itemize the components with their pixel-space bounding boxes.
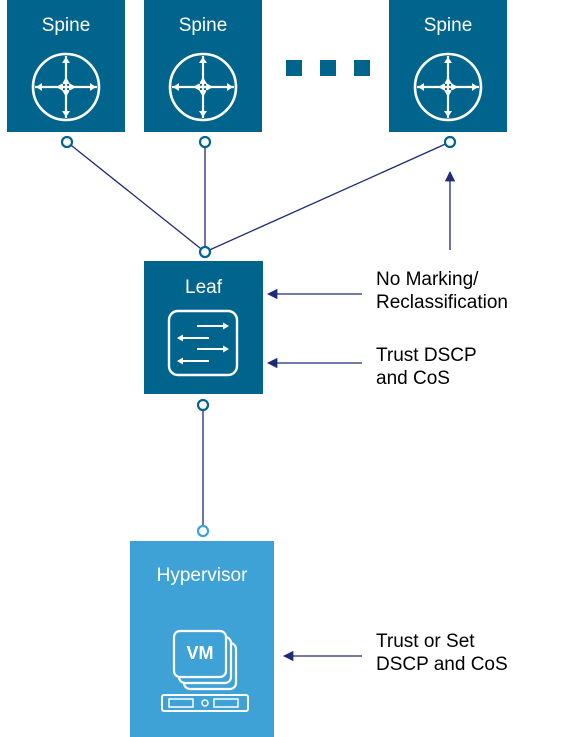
more-spines-ellipsis [286,60,370,76]
switch-arrows-icon [167,309,239,377]
note-line: No Marking/ [376,269,479,290]
spine-label: Spine [41,15,91,36]
note-trust-or-set: Trust or Set DSCP and CoS [376,630,508,676]
router-crosshair-icon [413,52,483,122]
vm-stack-server-icon: VM [158,625,254,715]
link-spine3-leaf [204,141,451,253]
port-leaf-top [198,245,212,259]
spine-label: Spine [178,15,228,36]
hypervisor-node: Hypervisor VM [130,541,274,737]
leaf-node: Leaf [144,261,263,394]
router-crosshair-icon [31,52,101,122]
note-line: Trust DSCP [376,345,477,366]
spine-label: Spine [423,15,473,36]
spine-node-3: Spine [389,0,507,132]
note-line: DSCP and CoS [376,654,508,675]
port-hypervisor-top [196,524,210,538]
note-line: Trust or Set [376,631,475,652]
ellipsis-dot [354,60,370,76]
note-trust-dscp: Trust DSCP and CoS [376,344,477,390]
note-line: Reclassification [376,292,508,313]
port-spine3 [443,135,457,149]
port-spine1 [60,135,74,149]
note-no-marking: No Marking/ Reclassification [376,268,508,314]
leaf-label: Leaf [185,277,222,298]
vm-label: VM [186,643,214,663]
router-crosshair-icon [168,52,238,122]
note-line: and CoS [376,368,450,389]
ellipsis-dot [320,60,336,76]
hypervisor-label: Hypervisor [156,565,248,586]
link-spine1-leaf [66,141,206,253]
port-leaf-bottom [196,398,210,412]
ellipsis-dot [286,60,302,76]
spine-node-1: Spine [7,0,125,132]
spine-node-2: Spine [144,0,262,132]
port-spine2 [198,135,212,149]
